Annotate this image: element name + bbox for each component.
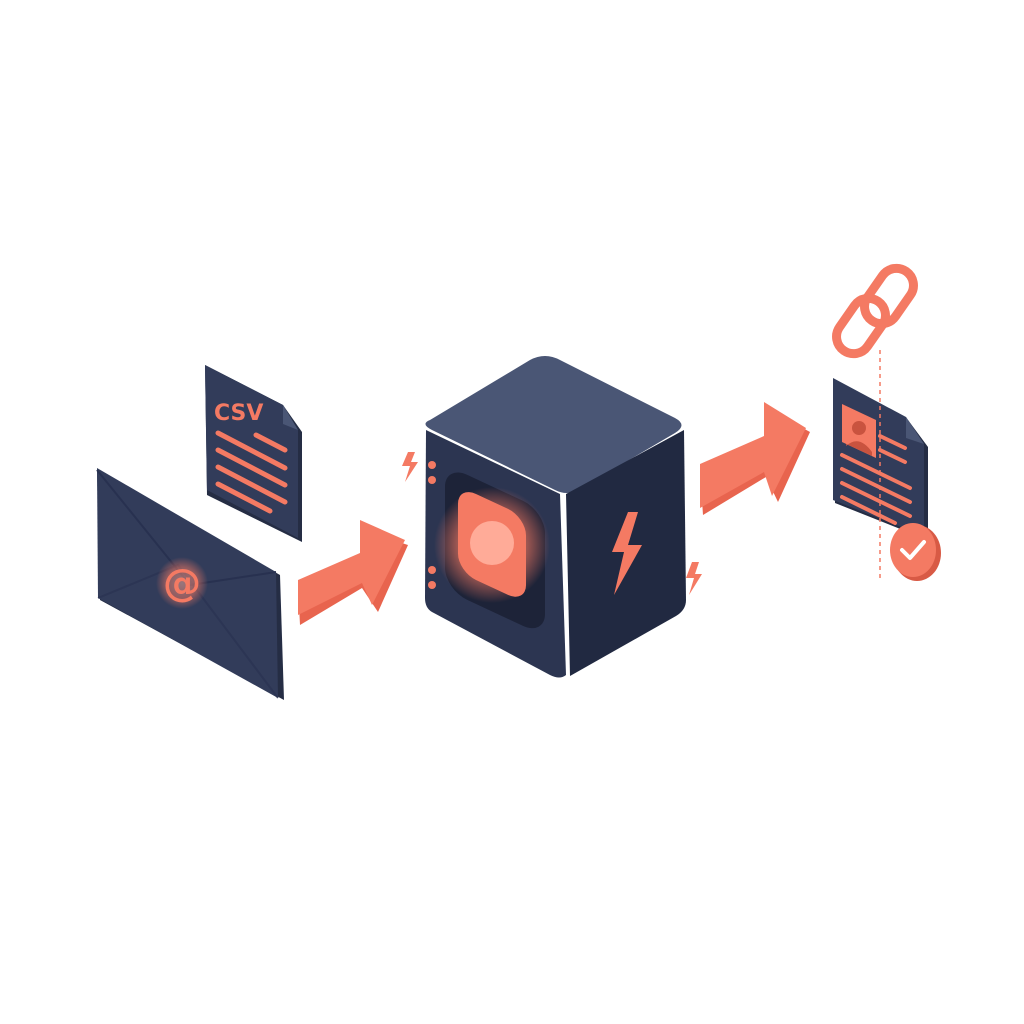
- email-envelope-icon: @: [96, 468, 284, 700]
- chain-link-icon: [832, 263, 918, 359]
- profile-document-icon: [833, 350, 928, 578]
- csv-lines: [215, 430, 288, 514]
- arrow-right-icon: [700, 402, 810, 515]
- arrow-right-icon: [298, 520, 408, 625]
- csv-label: CSV: [214, 401, 263, 426]
- processing-cube-icon: [402, 356, 702, 678]
- email-at-symbol: @: [163, 561, 201, 605]
- lightning-bolt-icon: [612, 512, 642, 595]
- csv-file-icon: CSV: [205, 365, 302, 542]
- spark-icon: [686, 562, 702, 595]
- check-badge-icon: [890, 523, 941, 581]
- spark-icon: [402, 452, 418, 482]
